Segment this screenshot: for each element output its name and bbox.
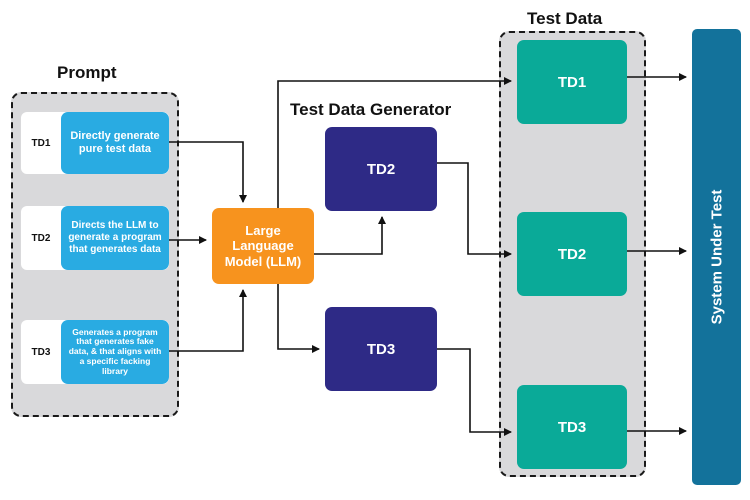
connector-llm-to-generator-td2 <box>314 216 386 255</box>
generator-title: Test Data Generator <box>290 100 452 119</box>
generator-node-td3: TD3 <box>325 307 437 391</box>
prompt-item-text: Directly generate pure test data <box>61 112 169 174</box>
prompt-item-text: Directs the LLM to generate a program th… <box>61 206 169 270</box>
test-data-node-td2: TD2 <box>517 212 627 296</box>
generator-node-td2: TD2 <box>325 127 437 211</box>
system-under-test-node: System Under Test <box>692 29 741 485</box>
connector-prompt-td1-to-llm <box>169 141 247 203</box>
prompt-item-td1: TD1 Directly generate pure test data <box>21 112 169 174</box>
prompt-item-text: Generates a program that generates fake … <box>61 320 169 384</box>
prompt-item-td3: TD3 Generates a program that generates f… <box>21 320 169 384</box>
connector-prompt-td3-to-llm <box>169 289 247 352</box>
llm-node: Large Language Model (LLM) <box>212 208 314 284</box>
test-data-title: Test Data <box>527 9 603 28</box>
connector-generator-td3-to-test-data-td3 <box>437 348 512 436</box>
connector-generator-td2-to-test-data-td2 <box>437 162 512 258</box>
prompt-item-tag: TD1 <box>31 137 51 149</box>
connector-llm-to-test-data-td1 <box>277 77 512 208</box>
test-data-node-td3: TD3 <box>517 385 627 469</box>
test-data-node-td1: TD1 <box>517 40 627 124</box>
prompt-item-tag: TD2 <box>31 232 51 244</box>
connector-llm-to-generator-td3 <box>277 284 320 353</box>
prompt-item-td2: TD2 Directs the LLM to generate a progra… <box>21 206 169 270</box>
prompt-item-tag: TD3 <box>31 346 51 358</box>
prompt-title: Prompt <box>57 63 117 82</box>
